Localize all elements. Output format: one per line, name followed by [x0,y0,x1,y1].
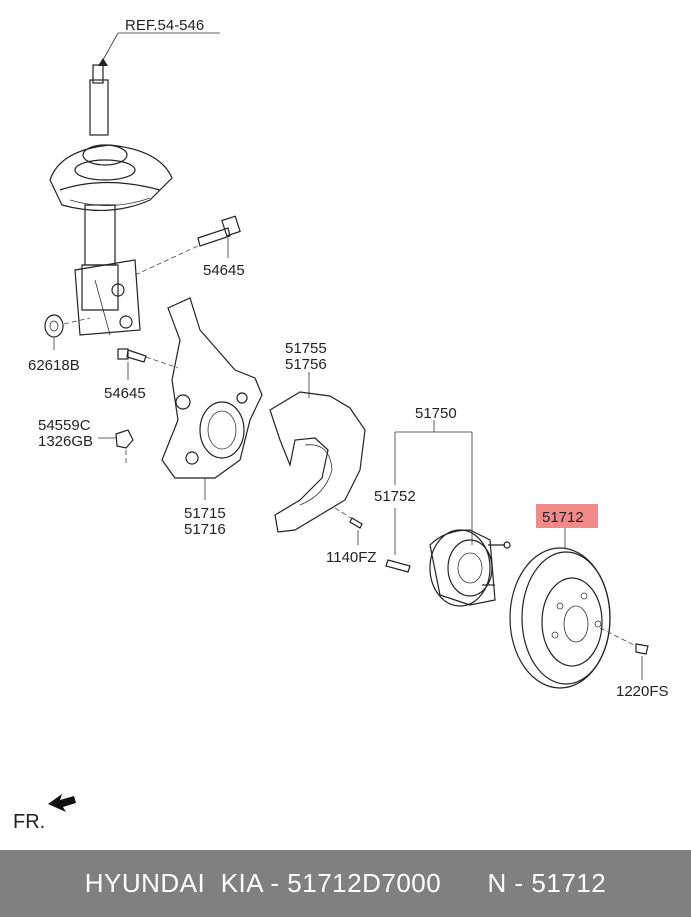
steering-knuckle [161,297,263,500]
front-direction-arrow-icon [48,794,76,812]
disc-highlight [536,504,598,528]
hub-assembly [385,420,511,607]
footer-text: HYUNDAI KIA - 51712D7000 N - 51712 [84,868,607,898]
nut-code-1: 54559C [38,417,91,434]
screw-label: 1140FZ [326,549,377,566]
brake-disc [509,504,637,689]
dust-cover [269,372,366,533]
nut-label: 62618B [28,357,80,374]
lower-bolt [117,348,179,380]
knuckle-label-1: 51715 [184,505,226,522]
front-direction-label: FR. [13,811,45,833]
footer-bar: HYUNDAI KIA - 51712D7000 N - 51712 [0,850,691,917]
strut-assembly [49,32,220,336]
bolt-upper-label: 54645 [203,262,245,279]
knuckle-label-2: 51716 [184,521,226,538]
upper-bolt [134,215,241,276]
nut-54559c [98,429,134,464]
disc-screw-label: 1220FS [616,683,669,700]
bolt-lower-label: 54645 [104,385,146,402]
disc-screw [635,643,649,680]
hub-bolt-label: 51752 [374,488,416,505]
disc-label: 51712 [542,509,584,526]
nut-62618b [44,314,91,350]
screw-1140fz [334,507,363,545]
dust-cover-label-1: 51755 [285,340,327,357]
ref-label: REF.54-546 [125,17,204,34]
dust-cover-label-2: 51756 [285,356,327,373]
hub-label: 51750 [415,405,457,422]
parts-diagram: REF.54-546 54645 62618B 54645 54559C 132… [13,17,669,833]
nut-code-2: 1326GB [38,433,93,450]
